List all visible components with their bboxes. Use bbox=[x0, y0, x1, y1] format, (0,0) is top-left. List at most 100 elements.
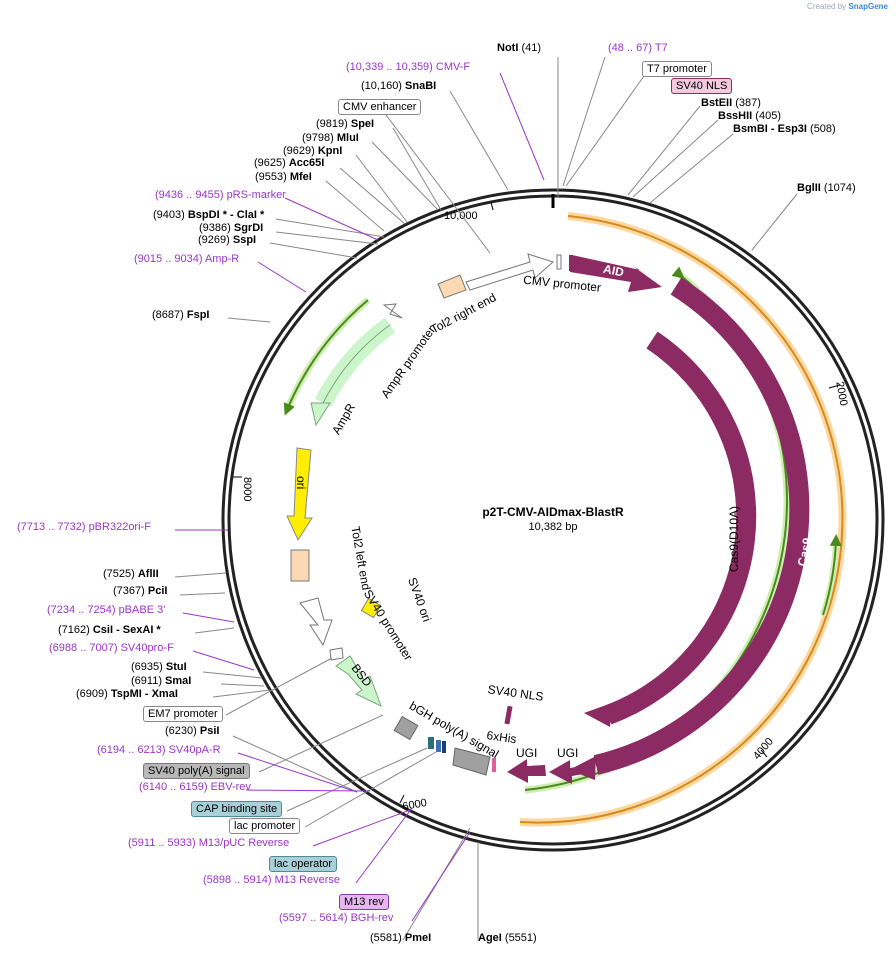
left-0: (10,339 .. 10,359) CMV-F bbox=[346, 61, 470, 73]
tick-8000: 8000 bbox=[233, 476, 253, 501]
primer-name: SV40pA-R bbox=[168, 744, 221, 756]
feature-cas9d10a bbox=[604, 331, 757, 725]
site-position: (10,160) bbox=[361, 80, 406, 92]
feature-tol2-right-label: Tol2 right end bbox=[428, 290, 498, 336]
primer-name: M13 Reverse bbox=[274, 874, 340, 886]
feature-grey-1 bbox=[393, 715, 419, 741]
feature-tol2-left-label: Tol2 left end bbox=[348, 525, 373, 591]
left-12: (9015 .. 9034) Amp-R bbox=[134, 253, 239, 265]
feature-ampr-edge bbox=[322, 324, 391, 404]
left-32: (5898 .. 5914) M13 Reverse bbox=[203, 874, 340, 886]
feature-sv40ori-label: SV40 ori bbox=[405, 576, 434, 624]
feature-cas9d10a-label: Cas9(D10A) bbox=[727, 506, 741, 572]
site-name: TspMI - XmaI bbox=[110, 688, 178, 700]
feature-box-label: SV40 NLS bbox=[676, 80, 728, 92]
tick-label-8000: 8000 bbox=[241, 477, 253, 501]
site-name: AflII bbox=[137, 568, 159, 580]
right-0: NotI (41) bbox=[497, 42, 541, 54]
left-2: CMV enhancer bbox=[338, 99, 422, 115]
right-4: BstEII (387) bbox=[701, 97, 761, 109]
site-position: (9269) bbox=[198, 234, 233, 246]
site-name: NotI bbox=[497, 42, 519, 54]
feature-box-label: SV40 poly(A) signal bbox=[148, 765, 245, 777]
primer-position: (5898 .. 5914) bbox=[203, 874, 275, 886]
left-20: (6935) StuI bbox=[131, 661, 187, 673]
feature-lac-operator bbox=[436, 740, 441, 752]
backbone-outer bbox=[221, 188, 885, 852]
tick-10000: 10,000 bbox=[444, 201, 494, 222]
feature-sv40nls-label: SV40 NLS bbox=[487, 682, 544, 704]
primer-name: T7 bbox=[654, 42, 668, 54]
left-11: (9269) SspI bbox=[198, 234, 256, 246]
feature-ori bbox=[286, 447, 313, 542]
primer-position: (9436 .. 9455) bbox=[155, 189, 227, 201]
left-3: (9819) SpeI bbox=[316, 118, 374, 130]
left-29: lac promoter bbox=[229, 818, 301, 834]
site-position: (6935) bbox=[131, 661, 166, 673]
site-name: MfeI bbox=[289, 171, 312, 183]
site-position: (5581) bbox=[370, 932, 405, 944]
feature-sv40ori bbox=[360, 597, 382, 619]
bottom-0: (5581) PmeI bbox=[370, 932, 431, 944]
feature-box-label: lac promoter bbox=[234, 820, 296, 832]
left-17: (7234 .. 7254) pBABE 3' bbox=[47, 604, 165, 616]
left-26: SV40 poly(A) signal bbox=[143, 763, 250, 779]
site-position: (6909) bbox=[76, 688, 111, 700]
site-position: (7162) bbox=[58, 624, 93, 636]
left-7: (9553) MfeI bbox=[255, 171, 312, 183]
left-33: M13 rev bbox=[339, 894, 389, 910]
tick-label-2000: 2000 bbox=[833, 381, 849, 407]
feature-box-label: CMV enhancer bbox=[343, 101, 417, 113]
primer-position: (9015 .. 9034) bbox=[134, 253, 205, 265]
primer-name: Amp-R bbox=[204, 253, 240, 265]
site-name: FspI bbox=[186, 309, 210, 321]
feature-tol2-right bbox=[437, 274, 467, 299]
feature-aid-label: AID bbox=[602, 262, 625, 280]
site-position: (9819) bbox=[316, 118, 351, 130]
site-name: BspDI * - ClaI * bbox=[187, 209, 265, 221]
primer-name: pBABE 3' bbox=[118, 604, 166, 616]
feature-ugi-2 bbox=[507, 759, 546, 783]
green-small bbox=[822, 534, 842, 616]
feature-aid bbox=[570, 255, 662, 292]
site-position: (508) bbox=[806, 123, 836, 135]
feature-cmv-promoter bbox=[465, 253, 554, 291]
left-16: (7367) PciI bbox=[113, 585, 167, 597]
left-27: (6140 .. 6159) EBV-rev bbox=[139, 781, 251, 793]
tick-label-10000: 10,000 bbox=[444, 210, 478, 222]
site-name: BsmBI - Esp3I bbox=[733, 123, 807, 135]
tick-label-6000: 6000 bbox=[402, 797, 428, 813]
feature-cmv-promoter-label: CMV promoter bbox=[523, 273, 602, 295]
left-9: (9403) BspDI * - ClaI * bbox=[153, 209, 264, 221]
plasmid-name: p2T-CMV-AIDmax-BlastR bbox=[482, 505, 624, 519]
primer-name: CMV-F bbox=[435, 61, 471, 73]
backbone-inner bbox=[227, 194, 879, 846]
left-1: (10,160) SnaBI bbox=[361, 80, 436, 92]
feature-small-nls bbox=[569, 255, 573, 271]
site-name: StuI bbox=[165, 661, 187, 673]
primer-lines bbox=[175, 72, 545, 922]
left-14: (7713 .. 7732) pBR322ori-F bbox=[17, 521, 151, 533]
site-position: (387) bbox=[732, 97, 761, 109]
site-name: SpeI bbox=[350, 118, 375, 130]
left-28: CAP binding site bbox=[191, 801, 283, 817]
feature-bsd bbox=[335, 655, 382, 707]
feature-ugi-1-label: UGI bbox=[557, 746, 578, 760]
left-19: (6988 .. 7007) SV40pro-F bbox=[49, 642, 174, 654]
site-name: SgrDI bbox=[233, 222, 264, 234]
left-22: (6909) TspMI - XmaI bbox=[76, 688, 178, 700]
left-6: (9625) Acc65I bbox=[254, 157, 324, 169]
left-34: (5597 .. 5614) BGH-rev bbox=[279, 912, 393, 924]
site-name: BstEII bbox=[701, 97, 733, 109]
feature-ampr-head bbox=[310, 402, 331, 427]
left-21: (6911) SmaI bbox=[131, 675, 191, 687]
feature-bgh-polya bbox=[452, 747, 491, 776]
site-name: CsiI - SexAI * bbox=[92, 624, 161, 636]
site-name: SmaI bbox=[165, 675, 192, 687]
site-position: (6911) bbox=[131, 675, 166, 687]
left-13: (8687) FspI bbox=[152, 309, 209, 321]
feature-6xhis bbox=[492, 758, 496, 772]
primer-name: SV40pro-F bbox=[120, 642, 174, 654]
site-name: SspI bbox=[232, 234, 257, 246]
